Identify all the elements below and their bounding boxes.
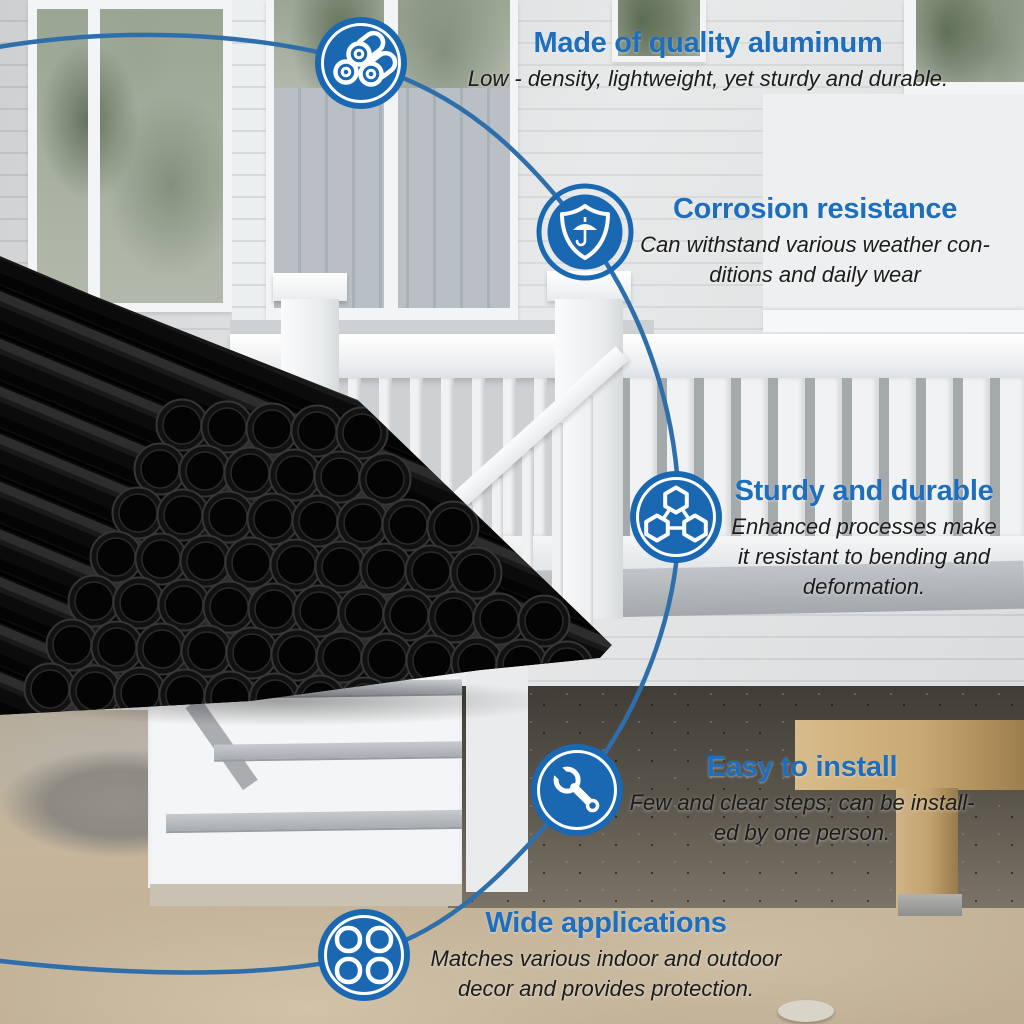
feature-sturdy: Sturdy and durable Enhanced processes ma… bbox=[694, 475, 1024, 602]
stair-baluster bbox=[582, 396, 593, 651]
corner-trim bbox=[232, 0, 266, 336]
baluster bbox=[963, 378, 990, 536]
window-top-right-2 bbox=[904, 0, 1024, 96]
baluster bbox=[926, 378, 953, 536]
baluster bbox=[667, 378, 694, 536]
baluster bbox=[348, 378, 361, 536]
feature-title: Easy to install bbox=[706, 751, 898, 783]
feature-title: Sturdy and durable bbox=[734, 475, 994, 507]
feature-desc: Low - density, lightweight, yet sturdy a… bbox=[467, 66, 949, 92]
concrete-pad bbox=[150, 884, 462, 906]
baluster bbox=[534, 378, 547, 536]
feature-install: Easy to install Few and clear steps; can… bbox=[590, 751, 1014, 848]
wood-post bbox=[896, 788, 958, 910]
baluster bbox=[379, 378, 392, 536]
window-left bbox=[28, 0, 232, 312]
window-glass bbox=[37, 9, 223, 303]
baluster bbox=[410, 378, 423, 536]
feature-desc: Enhanced processes make it resistant to … bbox=[731, 514, 997, 600]
feature-desc: Can withstand various weather con- ditio… bbox=[640, 232, 990, 288]
feature-desc: Few and clear steps; can be install- ed … bbox=[629, 790, 975, 846]
baluster bbox=[852, 378, 879, 536]
feature-title: Wide applications bbox=[485, 907, 727, 939]
window-mullion bbox=[384, 0, 398, 320]
feature-title: Made of quality aluminum bbox=[533, 27, 883, 59]
window-mullion bbox=[88, 0, 100, 312]
privacy-fence bbox=[763, 94, 1024, 332]
baluster bbox=[741, 378, 768, 536]
baluster bbox=[1000, 378, 1024, 536]
baluster bbox=[472, 378, 485, 536]
porch-skirt bbox=[466, 612, 528, 892]
feature-title: Corrosion resistance bbox=[672, 193, 958, 225]
feature-aluminum: Made of quality aluminum Low - density, … bbox=[418, 27, 998, 94]
newel-post-left bbox=[281, 299, 339, 549]
stair-baluster bbox=[552, 423, 563, 653]
feature-corrosion: Corrosion resistance Can withstand vario… bbox=[600, 193, 1024, 290]
post-bracket bbox=[898, 894, 962, 916]
feature-desc: Matches various indoor and outdoor decor… bbox=[430, 946, 782, 1002]
window-glass bbox=[916, 0, 1024, 82]
newel-post-cap-left bbox=[273, 273, 347, 301]
baluster bbox=[778, 378, 805, 536]
feature-applications: Wide applications Matches various indoor… bbox=[388, 907, 824, 1004]
porch-top-rail bbox=[230, 334, 1024, 378]
wood-beam bbox=[795, 720, 1024, 790]
baluster bbox=[630, 378, 657, 536]
baluster bbox=[815, 378, 842, 536]
baluster bbox=[889, 378, 916, 536]
bundle-shadow bbox=[0, 676, 560, 726]
fence-rail bbox=[763, 310, 1024, 332]
stone bbox=[778, 1000, 834, 1022]
stair-tread bbox=[213, 741, 463, 762]
